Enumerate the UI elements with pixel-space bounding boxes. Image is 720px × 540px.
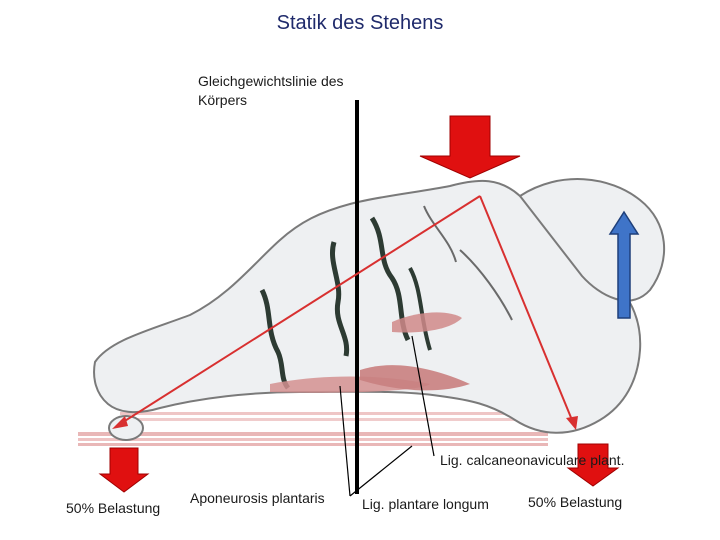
label-aponeurosis: Aponeurosis plantaris <box>190 490 325 506</box>
ground-stripes <box>78 412 560 446</box>
foot-bones <box>94 179 664 440</box>
label-load-left: 50% Belastung <box>66 500 160 516</box>
label-load-right: 50% Belastung <box>528 494 622 510</box>
label-lig-longum: Lig. plantare longum <box>362 496 489 512</box>
leader-longum <box>350 446 412 496</box>
load-arrow-top <box>420 116 520 178</box>
label-lig-calcaneonaviculare: Lig. calcaneonaviculare plant. <box>440 452 624 468</box>
load-arrow-left <box>100 448 148 492</box>
